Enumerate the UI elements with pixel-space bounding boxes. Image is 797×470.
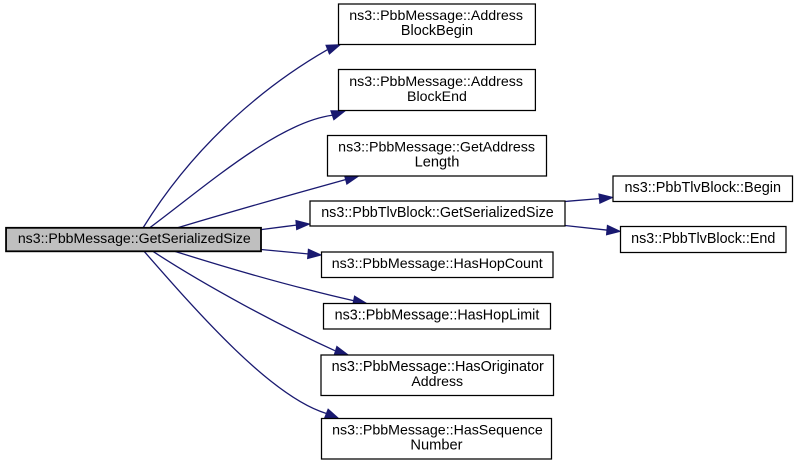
svg-text:ns3::PbbMessage::GetSerialized: ns3::PbbMessage::GetSerializedSize [18, 230, 251, 246]
svg-text:BlockEnd: BlockEnd [407, 89, 467, 105]
svg-text:ns3::PbbMessage::HasHopCount: ns3::PbbMessage::HasHopCount [332, 256, 543, 272]
svg-text:ns3::PbbTlvBlock::GetSerialize: ns3::PbbTlvBlock::GetSerializedSize [321, 205, 554, 221]
svg-text:Length: Length [415, 155, 460, 171]
svg-text:ns3::PbbMessage::GetAddress: ns3::PbbMessage::GetAddress [338, 140, 535, 156]
svg-text:Address: Address [411, 373, 463, 389]
svg-text:ns3::PbbMessage::HasOriginator: ns3::PbbMessage::HasOriginator [332, 359, 544, 375]
svg-text:ns3::PbbMessage::Address: ns3::PbbMessage::Address [349, 8, 523, 24]
svg-text:ns3::PbbTlvBlock::End: ns3::PbbTlvBlock::End [631, 231, 775, 247]
svg-text:ns3::PbbMessage::HasHopLimit: ns3::PbbMessage::HasHopLimit [335, 308, 540, 324]
svg-text:BlockBegin: BlockBegin [401, 23, 473, 39]
svg-text:ns3::PbbMessage::HasSequence: ns3::PbbMessage::HasSequence [332, 423, 543, 439]
svg-text:Number: Number [410, 438, 462, 454]
svg-text:ns3::PbbTlvBlock::Begin: ns3::PbbTlvBlock::Begin [625, 180, 782, 196]
svg-text:ns3::PbbMessage::Address: ns3::PbbMessage::Address [349, 74, 523, 90]
